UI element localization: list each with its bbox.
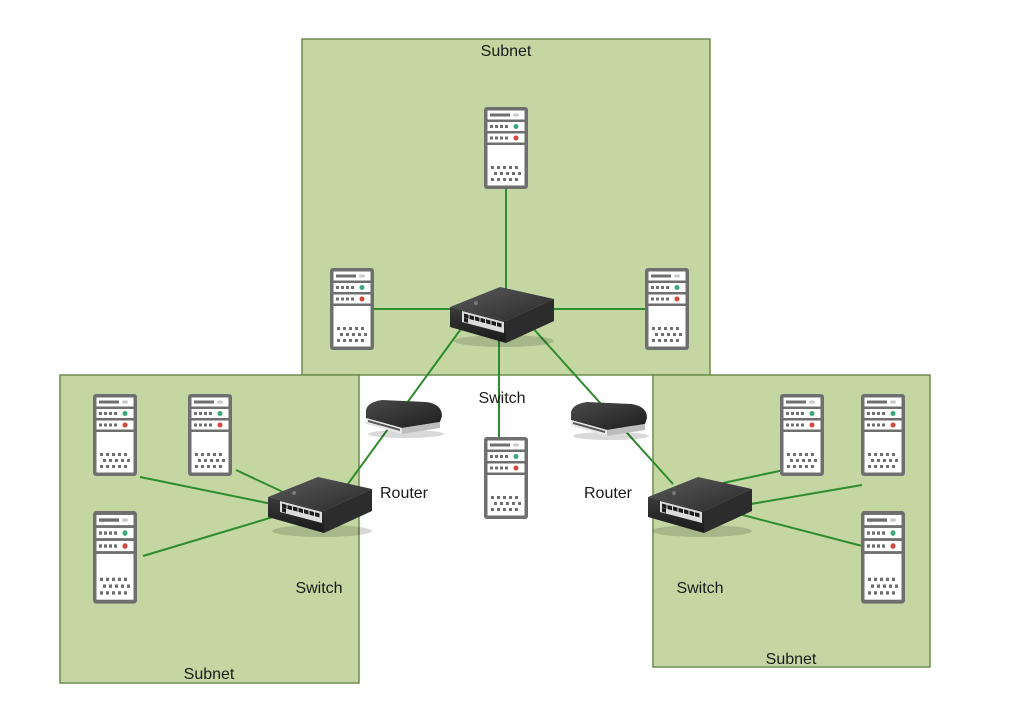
server-left-2-icon[interactable] xyxy=(188,394,232,476)
server-left-1-icon[interactable] xyxy=(93,394,137,476)
server-right-1-icon[interactable] xyxy=(780,394,824,476)
switch-left-label: Switch xyxy=(295,580,342,597)
switch-right-label: Switch xyxy=(676,580,723,597)
router-left-icon[interactable] xyxy=(366,400,444,438)
subnet-right-label: Subnet xyxy=(766,651,817,668)
link-switch-right-server-right-2 xyxy=(744,484,863,506)
router-right-label: Router xyxy=(584,485,633,502)
link-switch-left-server-left-1 xyxy=(139,476,278,506)
link-switch-right-server-right-1 xyxy=(722,469,785,484)
subnet-left-label: Subnet xyxy=(184,666,235,683)
subnet-top-label: Subnet xyxy=(481,43,532,60)
server-right-3-icon[interactable] xyxy=(861,511,905,604)
link-switch-right-server-right-3 xyxy=(734,512,871,549)
server-left-3-icon[interactable] xyxy=(93,511,137,604)
server-top-right-icon[interactable] xyxy=(645,268,689,350)
link-switch-left-server-left-3 xyxy=(142,513,284,557)
link-switch-left-server-left-2 xyxy=(235,469,284,493)
server-right-2-icon[interactable] xyxy=(861,394,905,476)
server-top-center-icon[interactable] xyxy=(484,107,528,189)
router-left-label: Router xyxy=(380,485,429,502)
switch-top-label: Switch xyxy=(478,390,525,407)
server-top-left-icon[interactable] xyxy=(330,268,374,350)
router-right-icon[interactable] xyxy=(571,402,649,440)
server-middle-icon[interactable] xyxy=(484,437,528,519)
